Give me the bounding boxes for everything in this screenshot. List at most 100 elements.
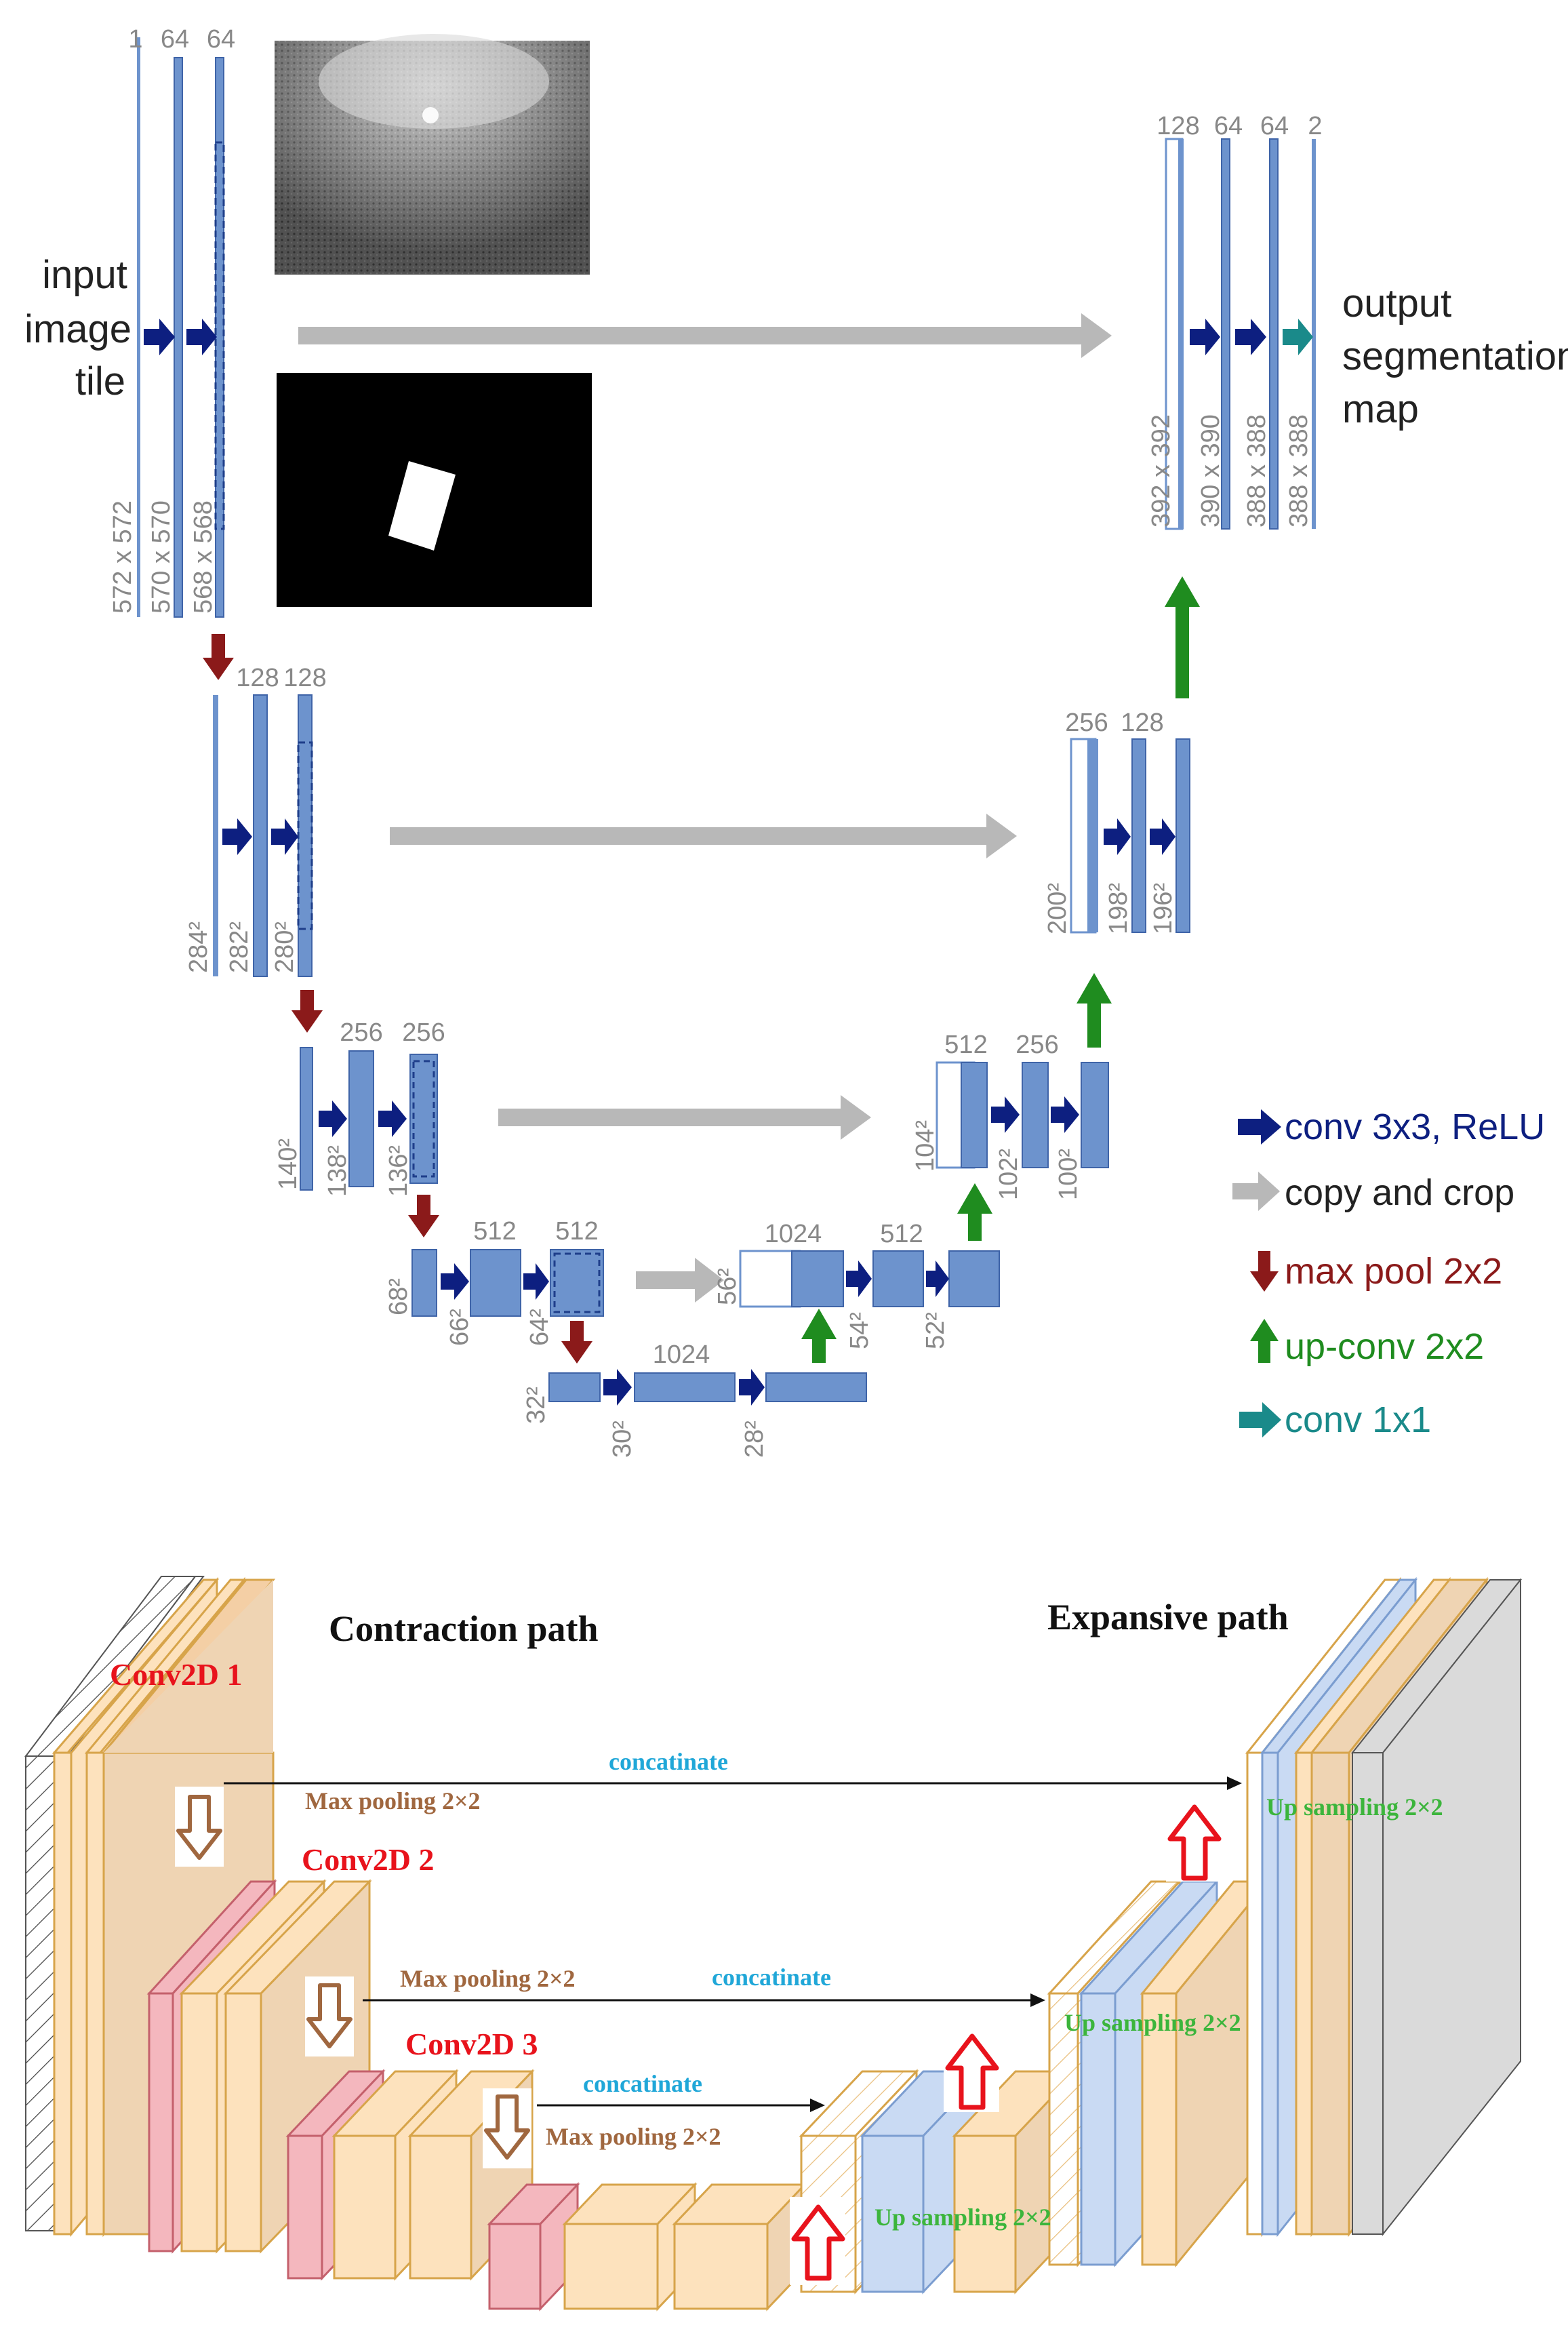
maxpool-arrow-l4 bbox=[561, 1321, 592, 1364]
size-label: 140² bbox=[274, 1138, 302, 1190]
upsample-icon-2 bbox=[944, 2024, 999, 2112]
maxpool-icon-2 bbox=[305, 1976, 354, 2056]
legend-item-conv: conv 3x3, ReLU bbox=[1238, 1107, 1545, 1147]
maxpool-icon-3 bbox=[483, 2088, 531, 2168]
legend-item-copy: copy and crop bbox=[1232, 1172, 1514, 1213]
channel-label: 256 bbox=[402, 1018, 445, 1047]
channel-label: 1024 bbox=[653, 1340, 710, 1369]
block-r4-2 bbox=[872, 1250, 924, 1307]
layer-stack-right-1 bbox=[1245, 1576, 1523, 2238]
size-label: 66² bbox=[445, 1309, 474, 1346]
size-label: 196² bbox=[1149, 883, 1178, 934]
output-label-line1: output bbox=[1342, 281, 1451, 325]
block-r3-1 bbox=[961, 1062, 988, 1168]
block-l2-3 bbox=[298, 694, 313, 977]
channel-label: 512 bbox=[944, 1031, 987, 1059]
block-r3-2 bbox=[1022, 1062, 1049, 1168]
upconv-arrow-l5 bbox=[801, 1309, 837, 1363]
contraction-expansive-diagram: Contraction path Expansive path Conv2D 1… bbox=[24, 1576, 1523, 2311]
layer-stack-bottom bbox=[487, 2182, 807, 2311]
expansive-path-title: Expansive path bbox=[1047, 1597, 1289, 1637]
block-r1-1 bbox=[1178, 139, 1184, 529]
contraction-path-title: Contraction path bbox=[329, 1608, 599, 1649]
conv-arrows-l4 bbox=[441, 1263, 549, 1300]
upsampling-label-2: Up sampling 2×2 bbox=[1064, 2009, 1241, 2036]
block-l2-1 bbox=[213, 695, 218, 976]
channel-label: 128 bbox=[283, 664, 326, 692]
right-arrow-icon bbox=[1238, 1109, 1281, 1145]
input-label-line1: input bbox=[42, 253, 127, 297]
copy-arrow-l2 bbox=[390, 814, 1017, 858]
crop-region-l1 bbox=[214, 141, 225, 530]
copy-arrow-l1 bbox=[298, 313, 1112, 358]
conv2d-2-label: Conv2D 2 bbox=[302, 1842, 435, 1877]
channel-label: 2 bbox=[1308, 112, 1322, 140]
conv-arrows-r2 bbox=[1104, 818, 1175, 855]
block-l4-3 bbox=[550, 1249, 604, 1317]
size-label: 64² bbox=[525, 1309, 554, 1346]
block-l2-2 bbox=[253, 694, 268, 977]
conv-arrows-l1 bbox=[144, 319, 217, 355]
size-label: 100² bbox=[1054, 1149, 1083, 1200]
size-label: 104² bbox=[911, 1120, 940, 1172]
size-label: 570 x 570 bbox=[147, 500, 176, 614]
size-label: 198² bbox=[1104, 883, 1133, 934]
size-label: 388 x 388 bbox=[1285, 414, 1313, 528]
input-label-line3: tile bbox=[75, 359, 125, 403]
channel-label: 256 bbox=[1065, 709, 1108, 737]
upsample-icon-1 bbox=[1166, 1793, 1222, 1882]
layer-stack-right-2 bbox=[1047, 1878, 1270, 2268]
size-label: 280² bbox=[270, 921, 299, 973]
conv-arrows-l3 bbox=[319, 1100, 407, 1137]
input-photo bbox=[275, 34, 590, 275]
segmentation-mask-image bbox=[277, 373, 592, 607]
upsample-icon-3 bbox=[790, 2197, 845, 2285]
size-label: 388 x 388 bbox=[1243, 414, 1271, 528]
maxpool-icon-1 bbox=[175, 1787, 224, 1867]
block-l4-1 bbox=[411, 1249, 437, 1317]
block-l5-1 bbox=[548, 1372, 601, 1402]
block-r1-2 bbox=[1221, 138, 1230, 530]
block-r1-3 bbox=[1269, 138, 1279, 530]
channel-label: 64 bbox=[1214, 112, 1243, 140]
legend-label: copy and crop bbox=[1285, 1172, 1514, 1213]
maxpool-arrow-l1 bbox=[203, 634, 234, 680]
conv-arrows-l2 bbox=[222, 818, 298, 855]
input-label-line2: image bbox=[24, 307, 132, 351]
legend-label: conv 3x3, ReLU bbox=[1285, 1107, 1545, 1147]
block-r2-3 bbox=[1175, 738, 1190, 933]
channel-label: 256 bbox=[340, 1018, 382, 1047]
legend-item-conv1x1: conv 1x1 bbox=[1239, 1399, 1431, 1440]
upconv-arrow-r3 bbox=[1077, 973, 1112, 1048]
size-label: 136² bbox=[384, 1145, 413, 1197]
maxpool-label-2: Max pooling 2×2 bbox=[400, 1965, 576, 1992]
block-r1-4 bbox=[1312, 139, 1316, 529]
maxpool-arrow-l2 bbox=[292, 990, 323, 1033]
size-label: 390 x 390 bbox=[1197, 414, 1225, 528]
block-r4-3 bbox=[948, 1250, 1000, 1307]
channel-label: 512 bbox=[473, 1217, 516, 1246]
conv2d-1-label: Conv2D 1 bbox=[110, 1657, 243, 1692]
crop-region-l2 bbox=[297, 741, 313, 930]
size-label: 102² bbox=[994, 1149, 1023, 1200]
size-label: 392 x 392 bbox=[1147, 414, 1175, 528]
concat-label-1: concatinate bbox=[609, 1748, 728, 1775]
maxpool-label-1: Max pooling 2×2 bbox=[305, 1787, 481, 1814]
size-label: 572 x 572 bbox=[108, 500, 137, 614]
channel-label: 64 bbox=[207, 25, 235, 54]
copy-arrow-l4 bbox=[636, 1258, 724, 1303]
block-r3-3 bbox=[1081, 1062, 1109, 1168]
size-label: 282² bbox=[225, 921, 254, 973]
concat-label-3: concatinate bbox=[583, 2070, 702, 2097]
concat-line-2 bbox=[363, 1993, 1045, 2007]
channel-label: 512 bbox=[880, 1220, 923, 1248]
block-r2-2 bbox=[1131, 738, 1146, 933]
maxpool-label-3: Max pooling 2×2 bbox=[546, 2123, 721, 2150]
channel-label: 128 bbox=[1121, 709, 1163, 737]
output-label-line2: segmentation bbox=[1342, 334, 1568, 378]
channel-label: 1 bbox=[128, 25, 142, 54]
concat-line-3 bbox=[537, 2099, 825, 2112]
layer-stack-right-3 bbox=[799, 2069, 1079, 2294]
concat-line-1 bbox=[224, 1776, 1242, 1790]
